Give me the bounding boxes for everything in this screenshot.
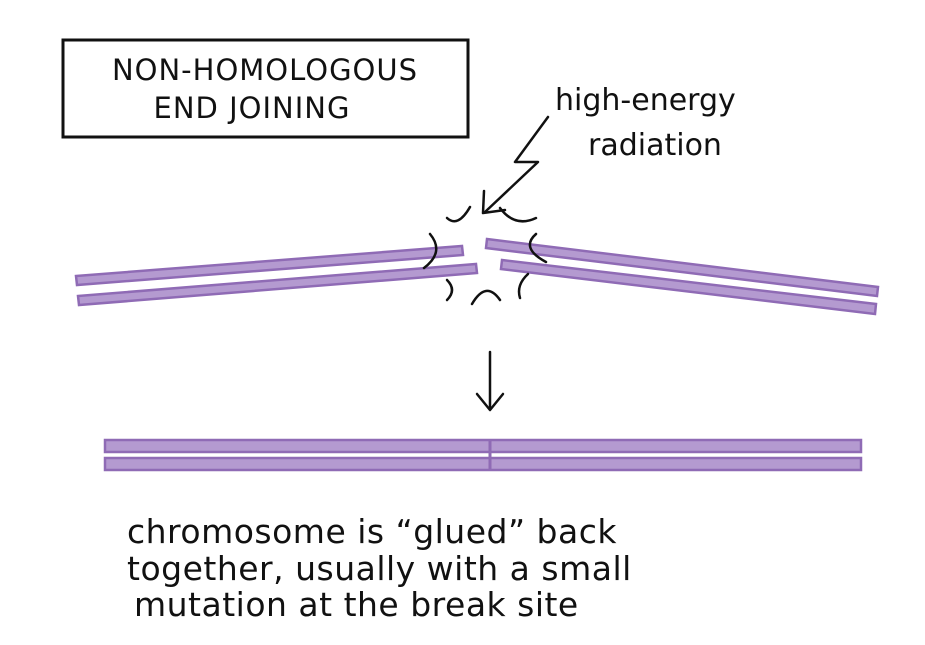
caption-line-2: together, usually with a small [127,549,632,588]
left-lower-strand [76,262,479,307]
broken-chromosome-right [484,237,880,316]
title-line-1: NON-HOMOLOGOUS [112,53,418,87]
caption: chromosome is “glued” back together, usu… [127,512,632,624]
lightning-bolt-arrow-icon [481,115,550,215]
right-lower-strand [499,258,878,316]
rejoined-upper-strand [103,438,863,454]
down-arrow-icon [475,350,505,412]
left-upper-strand [74,244,465,287]
radiation-label-line-2: radiation [588,128,722,163]
title-box: NON-HOMOLOGOUS END JOINING [61,38,470,139]
break-impact-marks [422,205,548,306]
caption-line-3: mutation at the break site [134,585,579,624]
title-border [61,38,470,139]
right-upper-strand [484,237,880,298]
title-line-2: END JOINING [154,91,351,125]
rejoined-lower-strand [103,456,863,472]
caption-line-1: chromosome is “glued” back [127,512,617,551]
rejoined-chromosome [103,438,863,472]
radiation-label-line-1: high-energy [555,83,736,118]
radiation-label: high-energy radiation [555,83,736,163]
broken-chromosome-left [74,244,479,307]
